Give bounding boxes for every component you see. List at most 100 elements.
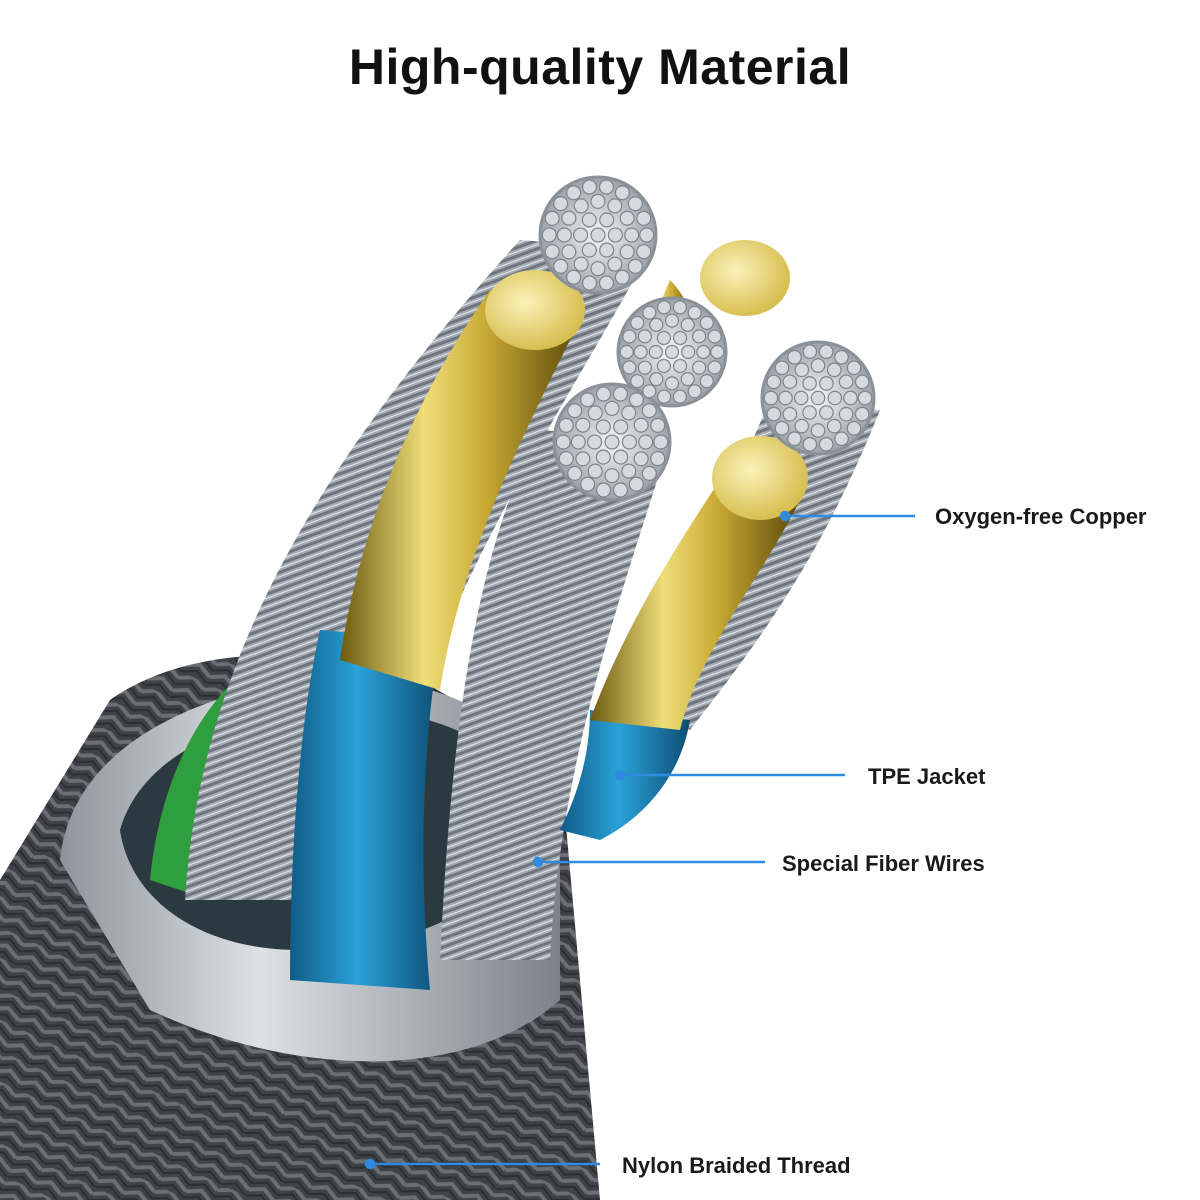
- wire-strand: [710, 344, 725, 360]
- wire-strand: [687, 384, 702, 399]
- wire-strand: [649, 372, 664, 387]
- wire-strand: [607, 198, 623, 214]
- wire-strand: [566, 185, 582, 201]
- wire-strand: [604, 468, 620, 484]
- wire-strand: [555, 434, 571, 450]
- wire-strand: [641, 465, 657, 481]
- wire-strand: [794, 362, 810, 378]
- callout-tpe-jacket: TPE Jacket: [868, 764, 986, 789]
- wire-strand: [622, 360, 637, 375]
- wire-strand: [774, 360, 790, 376]
- wire-strand: [624, 227, 640, 243]
- wire-strand: [587, 405, 603, 421]
- wire-strand: [810, 423, 826, 438]
- wire-strand: [639, 227, 655, 243]
- wire-strand: [819, 376, 834, 391]
- wire-strand: [598, 179, 615, 195]
- wire-strand: [558, 451, 574, 467]
- wire-strand: [818, 344, 834, 359]
- wire-strand: [573, 198, 589, 214]
- wire-strand: [580, 476, 596, 492]
- wire-strand: [630, 374, 645, 389]
- wire-strand: [573, 256, 589, 272]
- wire-strand: [575, 417, 591, 433]
- wire-strand: [567, 465, 583, 481]
- wire-strand: [793, 390, 809, 406]
- wire-strand: [673, 330, 688, 346]
- wire-strand: [598, 275, 615, 291]
- wire-strand: [810, 358, 826, 373]
- wire-strand: [627, 258, 643, 274]
- wire-strand: [604, 434, 620, 450]
- wire-strand: [794, 418, 810, 434]
- wire-strand: [766, 374, 782, 390]
- wire-strand: [595, 449, 611, 465]
- wire-strand: [558, 417, 574, 433]
- wire-strand: [619, 210, 635, 226]
- wire-strand: [642, 384, 657, 399]
- wire-strand: [595, 386, 612, 402]
- wire-strand: [846, 420, 862, 436]
- wire-strand: [826, 418, 842, 434]
- wire-strand: [581, 179, 598, 195]
- copper-conductors: [340, 240, 808, 730]
- wire-strand: [826, 362, 842, 378]
- wire-strand: [556, 227, 572, 243]
- wire-strand: [641, 403, 657, 419]
- wire-strand: [544, 210, 560, 226]
- wire-strand: [802, 437, 818, 452]
- wire-strand: [857, 390, 873, 406]
- wire-strand: [636, 210, 652, 226]
- wire-strand: [595, 419, 611, 435]
- wire-strand: [581, 212, 597, 228]
- wire-strand: [553, 196, 569, 212]
- wire-strand: [561, 244, 577, 260]
- wire-strand: [590, 261, 606, 277]
- wire-strand: [657, 389, 672, 404]
- wire-strand: [638, 434, 654, 450]
- wire-strand: [653, 434, 669, 450]
- page-title: High-quality Material: [348, 39, 852, 95]
- wire-strand: [642, 305, 657, 320]
- wire-strand: [854, 374, 870, 390]
- wire-strand: [599, 242, 615, 258]
- wire-strand: [818, 437, 834, 452]
- wire-strand: [621, 463, 637, 479]
- wire-strand: [613, 419, 629, 435]
- wire-strand: [561, 210, 577, 226]
- wire-strand: [570, 434, 586, 450]
- callout-special-fiber-wires: Special Fiber Wires: [782, 851, 985, 876]
- wire-strand: [763, 390, 779, 406]
- wire-strand: [802, 344, 818, 359]
- wire-strand: [573, 227, 589, 243]
- wire-strand: [819, 405, 834, 420]
- wire-strand: [787, 349, 802, 365]
- wire-strand: [699, 374, 714, 389]
- wire-strand: [581, 275, 598, 291]
- wire-strand: [595, 482, 612, 498]
- wire-strand: [604, 400, 620, 416]
- wire-strand: [636, 244, 652, 260]
- wire-strand: [619, 344, 634, 360]
- wire-strand: [567, 403, 583, 419]
- wire-strand: [766, 406, 782, 422]
- wire-strand: [707, 329, 722, 344]
- wire-strand: [633, 451, 649, 467]
- wire-strand: [581, 242, 597, 258]
- wire-strand: [587, 463, 603, 479]
- wire-strand: [612, 386, 629, 402]
- wire-strand: [657, 300, 672, 315]
- wire-strand: [541, 227, 557, 243]
- wire-strand: [607, 227, 623, 243]
- wire-strand: [827, 390, 843, 406]
- wire-strand: [627, 196, 643, 212]
- wire-strand: [607, 256, 623, 272]
- wire-strand: [614, 185, 630, 201]
- wire-strand: [802, 405, 817, 420]
- wire-strand: [834, 349, 849, 365]
- wire-strand: [650, 451, 666, 467]
- wire-strand: [810, 390, 826, 406]
- wire-strand: [838, 406, 854, 422]
- wire-strand: [590, 193, 606, 209]
- wire-strand: [621, 434, 637, 450]
